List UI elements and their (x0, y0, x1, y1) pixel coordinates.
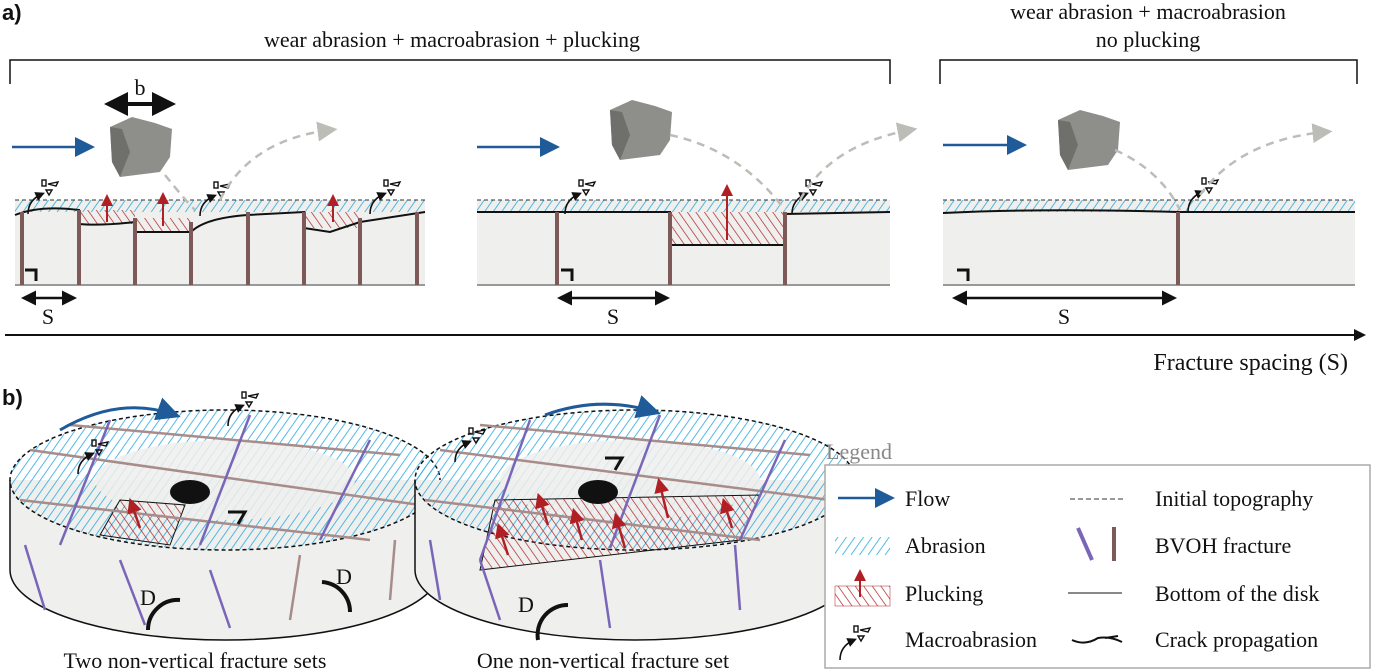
red-hatch-arrow-icon (834, 585, 891, 607)
plucking-arrows (101, 192, 339, 226)
bracket1-title: wear abrasion + macroabrasion + plucking (264, 27, 640, 52)
legend-label-bvoh-fracture: BVOH fracture (1155, 533, 1291, 558)
abrasion-hatch (15, 200, 425, 212)
cross-section-1: b S (12, 75, 426, 329)
dip-label-2: D (336, 564, 352, 589)
fracture-lines-icon (1076, 527, 1116, 561)
bracket-1 (9, 59, 891, 84)
vertical-fractures (20, 210, 419, 285)
legend-label-bottom-of-disk: Bottom of the disk (1155, 581, 1319, 606)
legend-label-abrasion: Abrasion (905, 533, 986, 558)
panel-b-label: b) (2, 385, 23, 410)
spacing-label-1: S (42, 304, 54, 329)
legend: Legend Flow Initial topography Abrasion … (824, 439, 1371, 669)
cross-section-2: S (477, 100, 910, 329)
bracket2-title-line1: wear abrasion + macroabrasion (1010, 0, 1286, 24)
spacing-label-2: S (607, 304, 619, 329)
block-size-label: b (135, 75, 146, 100)
legend-label-crack-propagation: Crack propagation (1155, 627, 1318, 652)
legend-title: Legend (826, 439, 892, 464)
spacing-label-3: S (1058, 304, 1070, 329)
disk2-caption: One non-vertical fracture set (477, 648, 729, 672)
disk-one-fracture-set: D One non-vertical fracture set (414, 395, 856, 672)
legend-label-plucking: Plucking (905, 581, 983, 606)
dip-label-1: D (140, 585, 156, 610)
cross-section-3: S (942, 110, 1355, 329)
disk-two-fracture-sets: D D Two non-vertical fracture sets (9, 392, 441, 672)
crack-icon (1071, 635, 1123, 644)
axis-label: Fracture spacing (S) (1153, 350, 1348, 376)
bracket-2 (939, 59, 1358, 84)
legend-label-flow: Flow (905, 486, 950, 511)
panel-a-label: a) (2, 0, 22, 25)
rock-icon (110, 117, 172, 177)
blue-hatch-icon (835, 537, 890, 555)
bracket2-title-line2: no plucking (1096, 27, 1201, 52)
legend-label-macroabrasion: Macroabrasion (905, 627, 1037, 652)
dip-label-3: D (518, 592, 534, 617)
legend-label-initial-topography: Initial topography (1155, 486, 1313, 511)
disk1-caption: Two non-vertical fracture sets (64, 648, 327, 672)
